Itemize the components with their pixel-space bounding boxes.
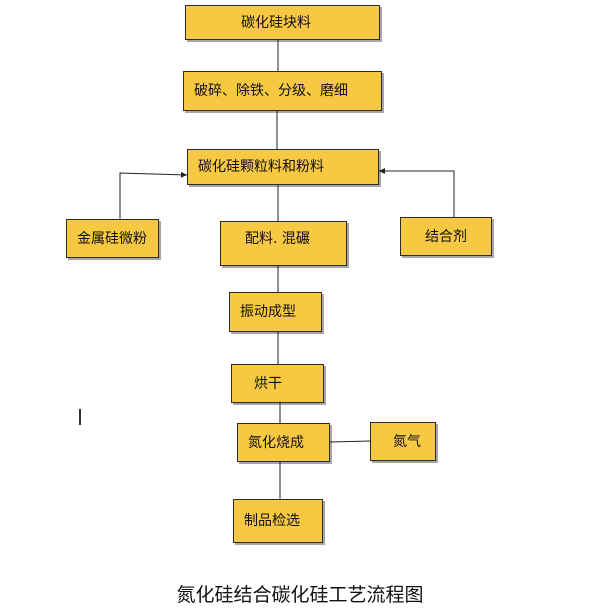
node-nitrogen: 氮气	[370, 422, 436, 461]
node-metal-silicon-powder-label: 金属硅微粉	[77, 230, 147, 247]
diagram-caption: 氮化硅结合碳化硅工艺流程图	[176, 584, 424, 606]
node-metal-silicon-powder: 金属硅微粉	[66, 219, 159, 258]
connector-binder-to-granules	[379, 168, 455, 217]
node-batching-mixing-label: 配料. 混碾	[245, 231, 310, 247]
node-product-inspection-label: 制品检选	[244, 513, 300, 529]
connector-nitrogen-to-nitriding	[329, 440, 371, 443]
node-raw-block: 碳化硅块料	[185, 5, 380, 40]
connector-metal-si-to-granules	[119, 171, 188, 219]
node-batching-mixing: 配料. 混碾	[220, 221, 347, 266]
text-cursor-mark	[79, 409, 81, 425]
node-binder: 结合剂	[400, 217, 492, 256]
node-drying: 烘干	[231, 364, 324, 403]
node-nitrogen-label: 氮气	[393, 433, 421, 450]
node-product-inspection: 制品检选	[233, 499, 323, 543]
node-drying-label: 烘干	[254, 375, 282, 392]
node-granules-powder-label: 碳化硅颗粒料和粉料	[198, 159, 324, 175]
node-vibration-forming: 振动成型	[229, 292, 322, 332]
node-crush-process: 破碎、除铁、分级、磨细	[183, 71, 382, 111]
node-crush-process-label: 破碎、除铁、分级、磨细	[194, 83, 348, 99]
node-binder-label: 结合剂	[425, 228, 467, 245]
node-raw-block-label: 碳化硅块料	[241, 14, 311, 31]
node-nitriding-firing-label: 氮化烧成	[248, 434, 304, 451]
node-nitriding-firing: 氮化烧成	[237, 423, 330, 462]
node-vibration-forming-label: 振动成型	[240, 304, 296, 320]
node-granules-powder: 碳化硅颗粒料和粉料	[187, 149, 379, 185]
